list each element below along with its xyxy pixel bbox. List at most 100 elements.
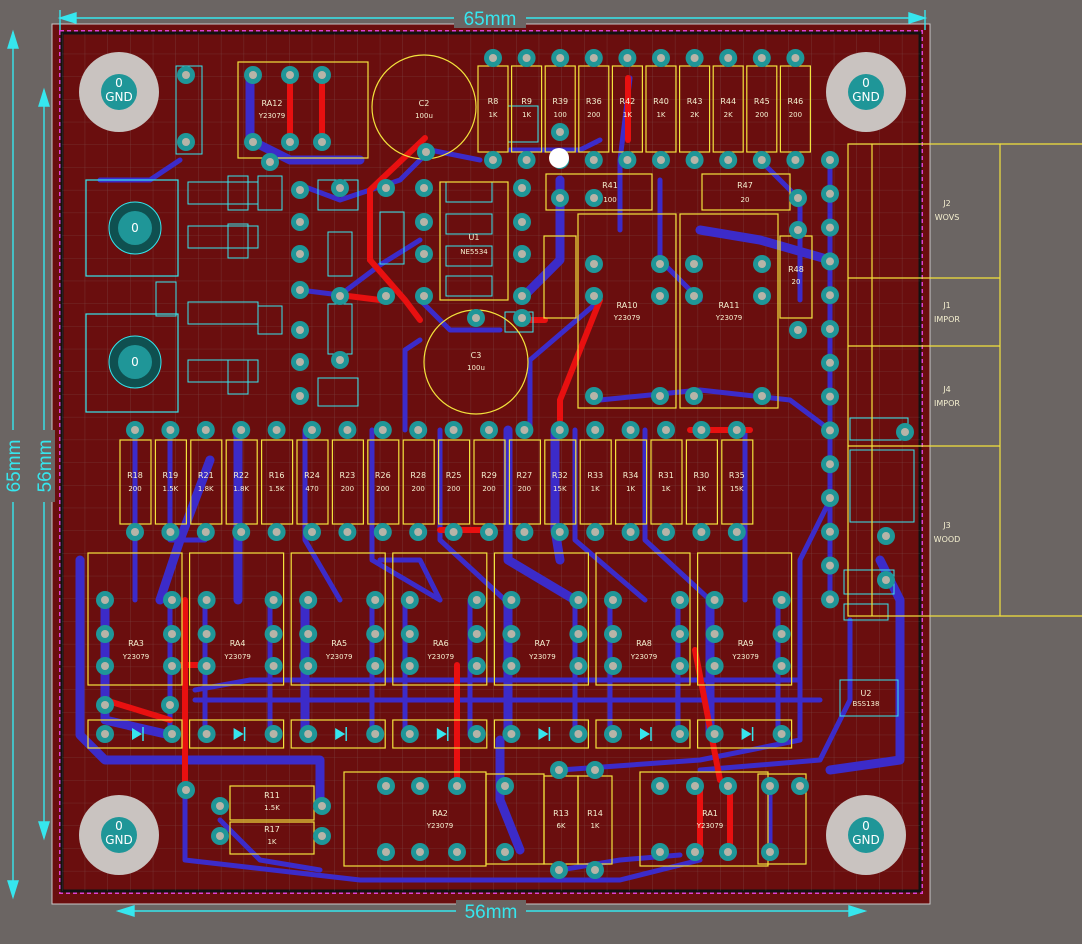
- pad-top: [484, 49, 502, 67]
- resistor-ref: R26: [375, 471, 391, 480]
- trimmer-ref: RA9: [738, 639, 754, 648]
- header-pin: [821, 151, 839, 169]
- through-hole-pad: [448, 843, 466, 861]
- pin-header-right[interactable]: [821, 151, 839, 609]
- trimmer-pad: [569, 591, 588, 609]
- resistor-value: 1.5K: [269, 485, 285, 493]
- resistor-value: 1.8K: [198, 485, 214, 493]
- trimmer-pad: [705, 625, 724, 643]
- through-hole-pad: [291, 281, 309, 299]
- part-value-r48: 20: [792, 278, 801, 286]
- trimmer-pad: [163, 625, 181, 643]
- pad-bottom: [652, 151, 670, 169]
- fiducial-marker: [549, 148, 569, 168]
- mounting-hole-top-left[interactable]: 0 GND: [79, 52, 159, 132]
- copper-trace: [495, 735, 525, 855]
- pad-top: [515, 421, 534, 439]
- trimmer-ref: RA7: [535, 639, 551, 648]
- through-hole-pad: [96, 696, 114, 714]
- pad-top: [551, 49, 570, 67]
- resistor-ref: R19: [163, 471, 179, 480]
- copper-trace: [217, 817, 323, 873]
- connector-ref-j3: J3: [942, 521, 950, 530]
- pad-bottom: [515, 523, 534, 541]
- through-hole-pad: [377, 843, 395, 861]
- pad-bottom: [692, 523, 711, 541]
- pad-bottom: [584, 151, 603, 169]
- copper-trace: [503, 425, 580, 605]
- resistor-value: 200: [755, 111, 768, 119]
- trimmer-pad: [400, 591, 419, 609]
- through-hole-pad: [377, 287, 395, 305]
- resistor-value: 1K: [626, 485, 635, 493]
- part-ref-r41: R41: [602, 181, 618, 190]
- through-hole-pad: [313, 797, 331, 815]
- through-hole-pad: [791, 777, 809, 795]
- through-hole-pad: [753, 255, 771, 273]
- resistor-value: 1K: [591, 485, 600, 493]
- pad-bottom: [618, 151, 637, 169]
- pad-top: [338, 421, 357, 439]
- mounting-hole-bottom-right[interactable]: 0 GND: [826, 795, 906, 875]
- bnc-connector-lower[interactable]: 0: [85, 313, 179, 413]
- smd-component-area: [155, 65, 915, 717]
- trimmer-ref: RA5: [331, 639, 347, 648]
- mounting-hole-bottom-left[interactable]: 0 GND: [79, 795, 159, 875]
- hole-gnd-label: GND: [852, 90, 880, 104]
- trimmer-pad: [705, 591, 724, 609]
- resistor-ref: R29: [481, 471, 497, 480]
- trimmer-pad: [772, 625, 791, 643]
- diode-pad: [772, 725, 791, 743]
- trimmer-pad: [366, 625, 385, 643]
- part-value-r13: 6K: [556, 822, 565, 830]
- copper-trace: [572, 427, 648, 603]
- through-hole-pad: [685, 287, 703, 305]
- header-pin: [821, 522, 839, 541]
- through-hole-pad: [686, 777, 704, 795]
- pad-top: [727, 421, 746, 439]
- trimmer-pad: [163, 591, 181, 609]
- resistor-value: 1K: [661, 485, 670, 493]
- pad-top: [685, 49, 704, 67]
- bnc-connector-upper[interactable]: 0: [85, 179, 179, 277]
- mounting-hole-top-right[interactable]: 0 GND: [826, 52, 906, 132]
- diode-pad: [163, 725, 181, 743]
- trimmer-ref: RA6: [433, 639, 449, 648]
- connector-value-j3: WOOD: [934, 535, 961, 544]
- through-hole-pad: [331, 351, 349, 369]
